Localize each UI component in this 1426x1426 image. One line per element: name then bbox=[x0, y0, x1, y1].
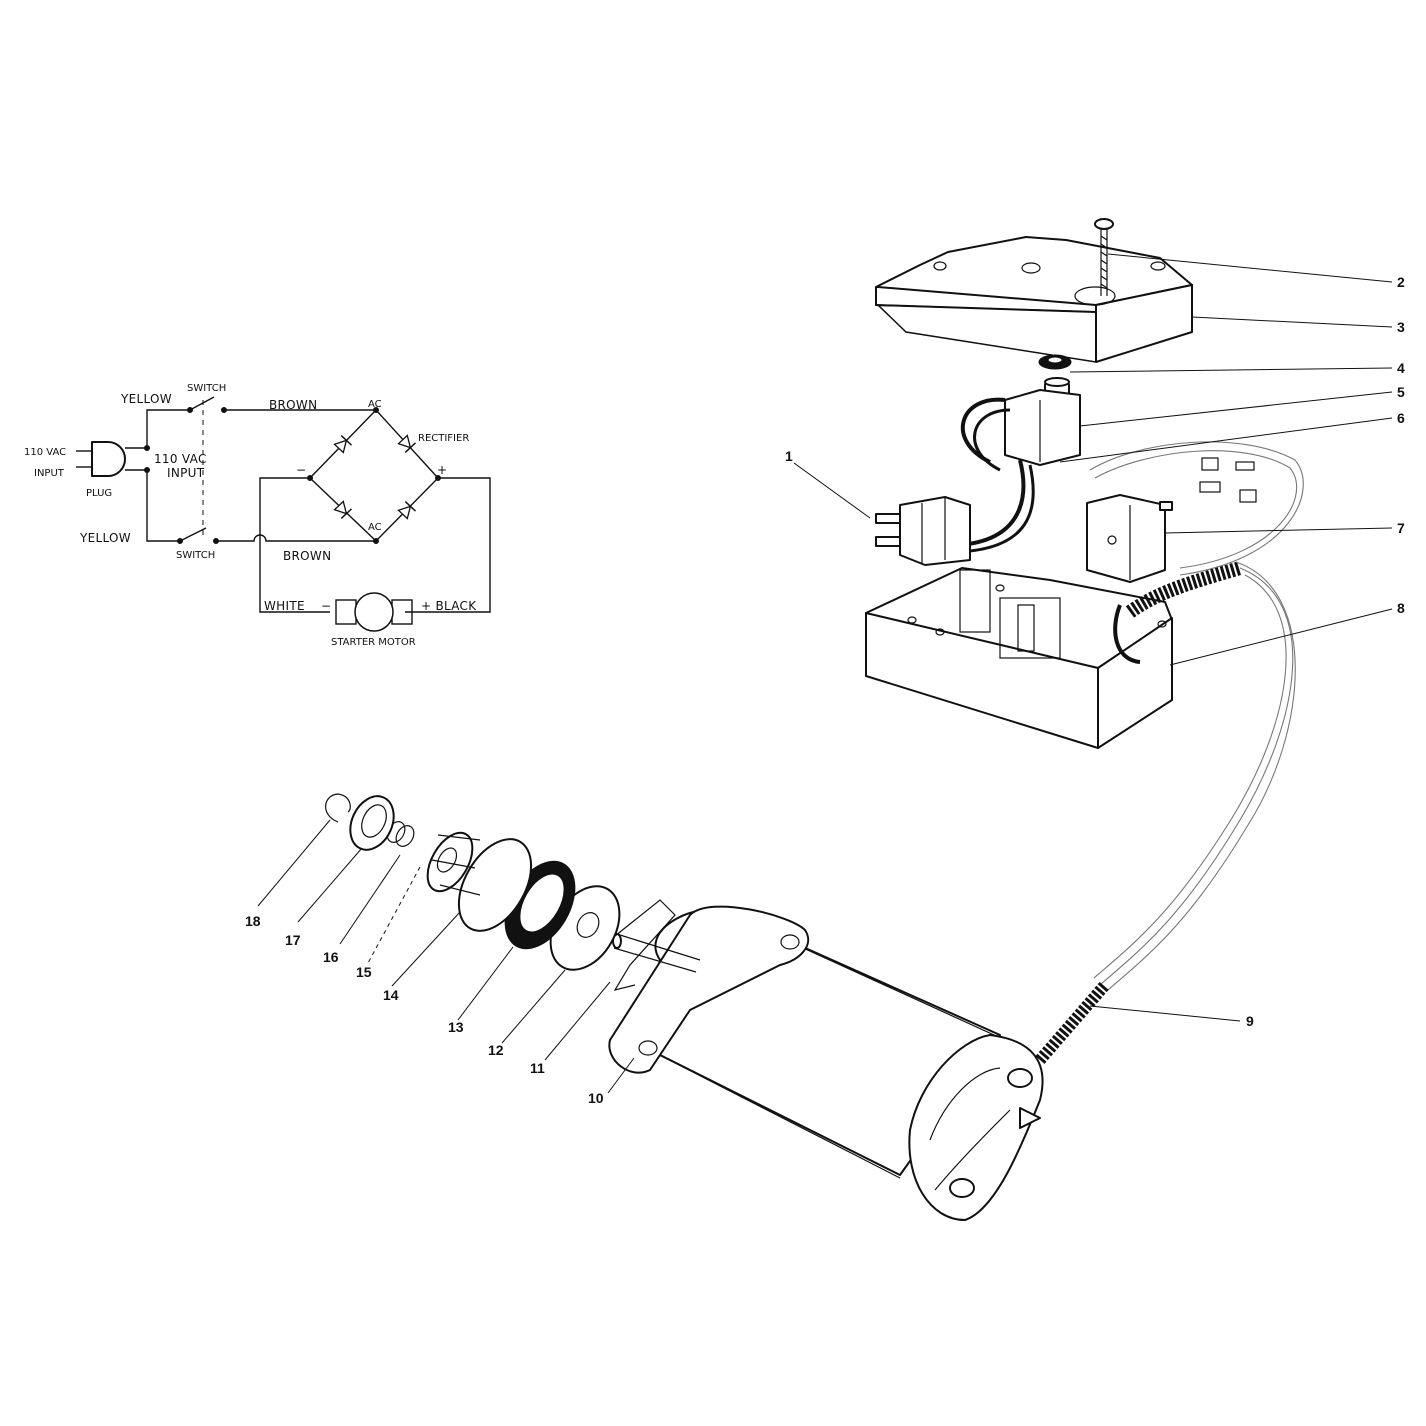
spring-clip bbox=[609, 899, 676, 991]
wire-label-black: + BLACK bbox=[421, 599, 477, 613]
callout-5: 5 bbox=[1397, 384, 1405, 400]
callout-7: 7 bbox=[1397, 520, 1405, 536]
input-center-label: INPUT bbox=[167, 466, 205, 480]
motor-minus-label: − bbox=[321, 599, 331, 613]
plug-symbol bbox=[76, 441, 126, 477]
switch-bottom-symbol bbox=[177, 527, 219, 544]
receptacle-plug bbox=[875, 496, 971, 566]
wire-label-yellow-bottom: YELLOW bbox=[79, 531, 131, 545]
plug-label: PLUG bbox=[86, 488, 112, 499]
callout-3: 3 bbox=[1397, 319, 1405, 335]
switch-top-label: SWITCH bbox=[187, 383, 226, 394]
control-box-assembly bbox=[865, 218, 1304, 991]
leader-lines bbox=[257, 253, 1393, 1094]
bridge-rectifier bbox=[307, 407, 441, 544]
callout-16: 16 bbox=[323, 949, 339, 965]
wire-label-brown-bottom: BROWN bbox=[283, 549, 331, 563]
callout-8: 8 bbox=[1397, 600, 1405, 616]
switch-top-symbol bbox=[187, 396, 227, 413]
pinion-gear bbox=[426, 831, 533, 932]
switch-bottom-label: SWITCH bbox=[176, 550, 215, 561]
push-button-switch bbox=[1004, 377, 1081, 466]
wire-label-yellow-top: YELLOW bbox=[120, 392, 172, 406]
callout-11: 11 bbox=[530, 1060, 545, 1076]
control-box-base bbox=[865, 567, 1173, 749]
callout-numbers: 1 2 3 4 5 6 7 8 9 10 11 12 13 14 15 16 1… bbox=[245, 274, 1405, 1106]
spare-terminals bbox=[1199, 457, 1257, 503]
starter-motor-assembly bbox=[325, 793, 1110, 1221]
callout-1: 1 bbox=[785, 448, 793, 464]
motor-end-cap bbox=[908, 1034, 1044, 1221]
rectifier-plus-label: + bbox=[437, 463, 447, 477]
cover-screw bbox=[1094, 218, 1114, 296]
control-box-cover bbox=[875, 236, 1193, 363]
retaining-ring bbox=[325, 793, 351, 823]
callout-10: 10 bbox=[588, 1090, 604, 1106]
cup-washer bbox=[349, 795, 395, 851]
starter-motor-label: STARTER MOTOR bbox=[331, 637, 416, 648]
callout-6: 6 bbox=[1397, 410, 1405, 426]
ac-top-label: AC bbox=[368, 399, 382, 410]
callout-9: 9 bbox=[1246, 1013, 1254, 1029]
rectifier-module bbox=[1086, 494, 1173, 583]
starter-motor-symbol bbox=[335, 592, 413, 632]
callout-14: 14 bbox=[383, 987, 399, 1003]
callout-4: 4 bbox=[1397, 360, 1405, 376]
callout-2: 2 bbox=[1397, 274, 1405, 290]
callout-17: 17 bbox=[285, 932, 301, 948]
ac-bottom-label: AC bbox=[368, 522, 382, 533]
rectifier-minus-label: − bbox=[296, 463, 306, 477]
cable-strain-relief bbox=[1113, 561, 1243, 664]
vac-left-label: 110 VAC bbox=[24, 447, 66, 458]
callout-15: 15 bbox=[356, 964, 372, 980]
input-left-label: INPUT bbox=[34, 468, 65, 479]
wire-label-brown-top: BROWN bbox=[269, 398, 317, 412]
motor-shaft bbox=[612, 933, 701, 973]
callout-18: 18 bbox=[245, 913, 261, 929]
wire-label-white: WHITE bbox=[264, 599, 305, 613]
rectifier-label: RECTIFIER bbox=[418, 433, 469, 444]
callout-12: 12 bbox=[488, 1042, 504, 1058]
wiring-schematic: YELLOW SWITCH 110 VAC INPUT PLUG 110 VAC… bbox=[24, 383, 491, 648]
vac-center-label: 110 VAC bbox=[154, 452, 207, 466]
callout-13: 13 bbox=[448, 1019, 464, 1035]
